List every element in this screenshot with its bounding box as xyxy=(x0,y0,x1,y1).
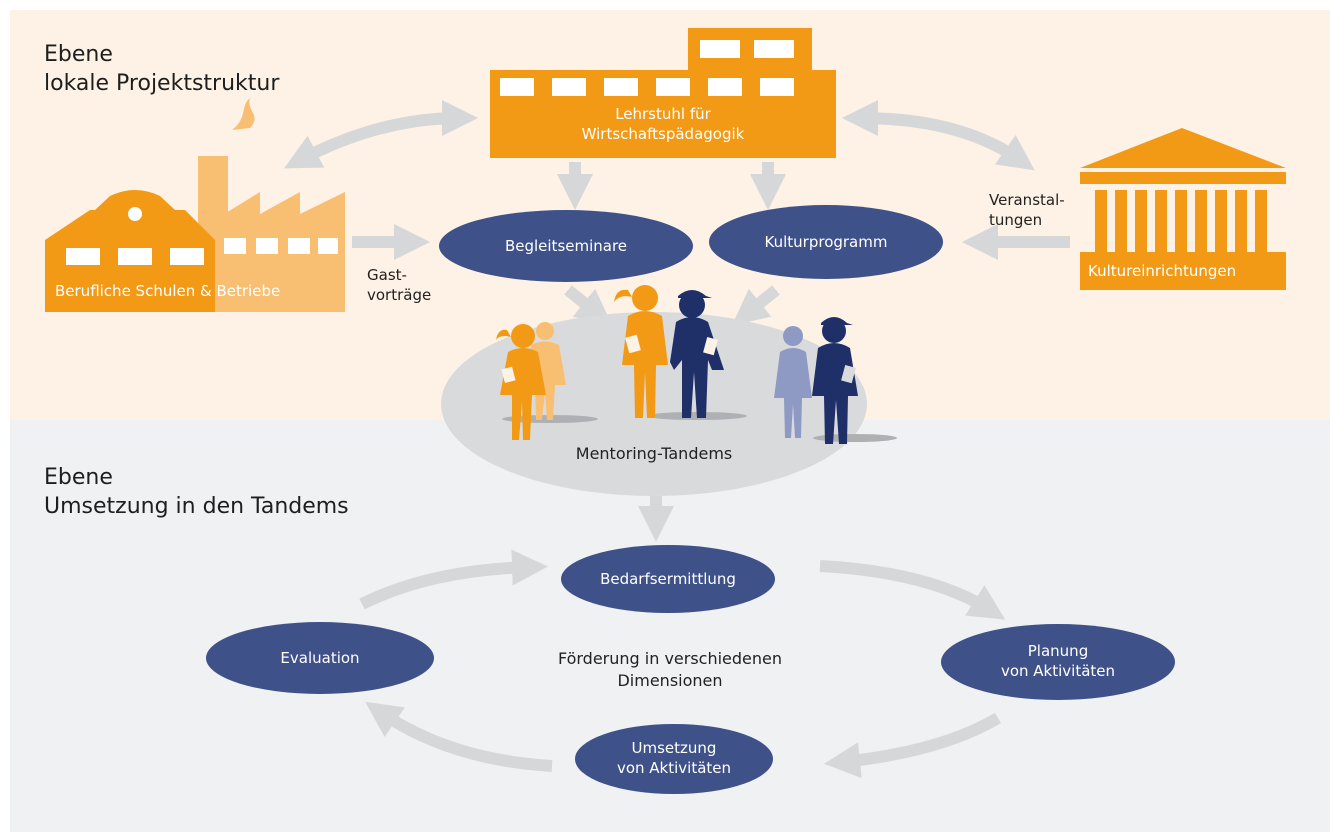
arrow-culture-prog-tandems xyxy=(731,285,780,326)
arrow-seminars-tandems xyxy=(564,285,613,326)
seminars-label: Begleitseminare xyxy=(504,237,628,255)
temple-icon xyxy=(1080,128,1286,290)
planning-label-line2: von Aktivitäten xyxy=(1000,662,1116,680)
bottom-level-title-line1: Ebene xyxy=(44,465,113,490)
people-icons xyxy=(496,285,897,444)
tandems-label: Mentoring-Tandems xyxy=(575,444,733,463)
seminars-node-shape xyxy=(439,210,693,282)
chair-label: Lehrstuhl für Wirtschaftspädagogik xyxy=(563,104,763,144)
culture-institutions-label: Kultureinrichtungen xyxy=(1088,262,1237,280)
chair-label-line2: Wirtschaftspädagogik xyxy=(581,125,745,143)
implementation-label-line1: Umsetzung xyxy=(631,739,717,757)
arrow-chair-schools xyxy=(284,100,478,169)
chair-label-line1: Lehrstuhl für xyxy=(615,105,711,123)
cycle-arrows xyxy=(359,549,1006,779)
cycle-center-line2: Dimensionen xyxy=(617,671,723,690)
connector-arrows-top xyxy=(284,100,1070,542)
cycle-center-label: Förderung in verschiedenen Dimensionen xyxy=(520,648,820,692)
culture-program-label: Kulturprogramm xyxy=(764,233,888,251)
events-line1: Veranstal- xyxy=(989,191,1065,209)
arrow-needs-planning xyxy=(819,560,1006,620)
bottom-level-title-line2: Umsetzung in den Tandems xyxy=(44,494,349,519)
planning-label-line1: Planung xyxy=(1027,642,1089,660)
implementation-label-line2: von Aktivitäten xyxy=(616,759,732,777)
guest-talks-label: Gast- vorträge xyxy=(367,265,431,305)
arrow-planning-implementation xyxy=(824,712,1002,779)
needs-node-shape xyxy=(561,545,775,613)
implementation-node-shape xyxy=(575,724,773,794)
top-level-title: Ebene lokale Projektstruktur xyxy=(44,40,279,98)
planning-node-shape xyxy=(941,624,1175,700)
planning-label: Planung von Aktivitäten xyxy=(958,641,1158,681)
school-building-icon xyxy=(45,190,215,312)
guest-talks-line2: vorträge xyxy=(367,286,432,304)
events-label: Veranstal- tungen xyxy=(989,190,1065,230)
culture-program-node-shape xyxy=(709,205,943,279)
bottom-level-title: Ebene Umsetzung in den Tandems xyxy=(44,463,349,521)
chair-building-icon xyxy=(490,28,836,158)
evaluation-node-shape xyxy=(206,622,434,694)
top-level-title-line2: lokale Projektstruktur xyxy=(44,71,280,96)
schools-label: Berufliche Schulen & Betriebe xyxy=(55,282,281,300)
person-mid-blue-icon xyxy=(774,326,812,438)
cycle-center-line1: Förderung in verschiedenen xyxy=(557,649,783,668)
events-line2: tungen xyxy=(989,211,1043,229)
evaluation-label: Evaluation xyxy=(280,649,360,667)
top-level-title-line1: Ebene xyxy=(44,42,113,67)
arrow-chair-culture-inst xyxy=(842,100,1035,171)
arrow-implementation-evaluation xyxy=(365,701,553,772)
needs-label: Bedarfsermittlung xyxy=(600,570,736,588)
guest-talks-line1: Gast- xyxy=(367,266,407,284)
arrow-evaluation-needs xyxy=(359,549,548,610)
implementation-label: Umsetzung von Aktivitäten xyxy=(574,738,774,778)
